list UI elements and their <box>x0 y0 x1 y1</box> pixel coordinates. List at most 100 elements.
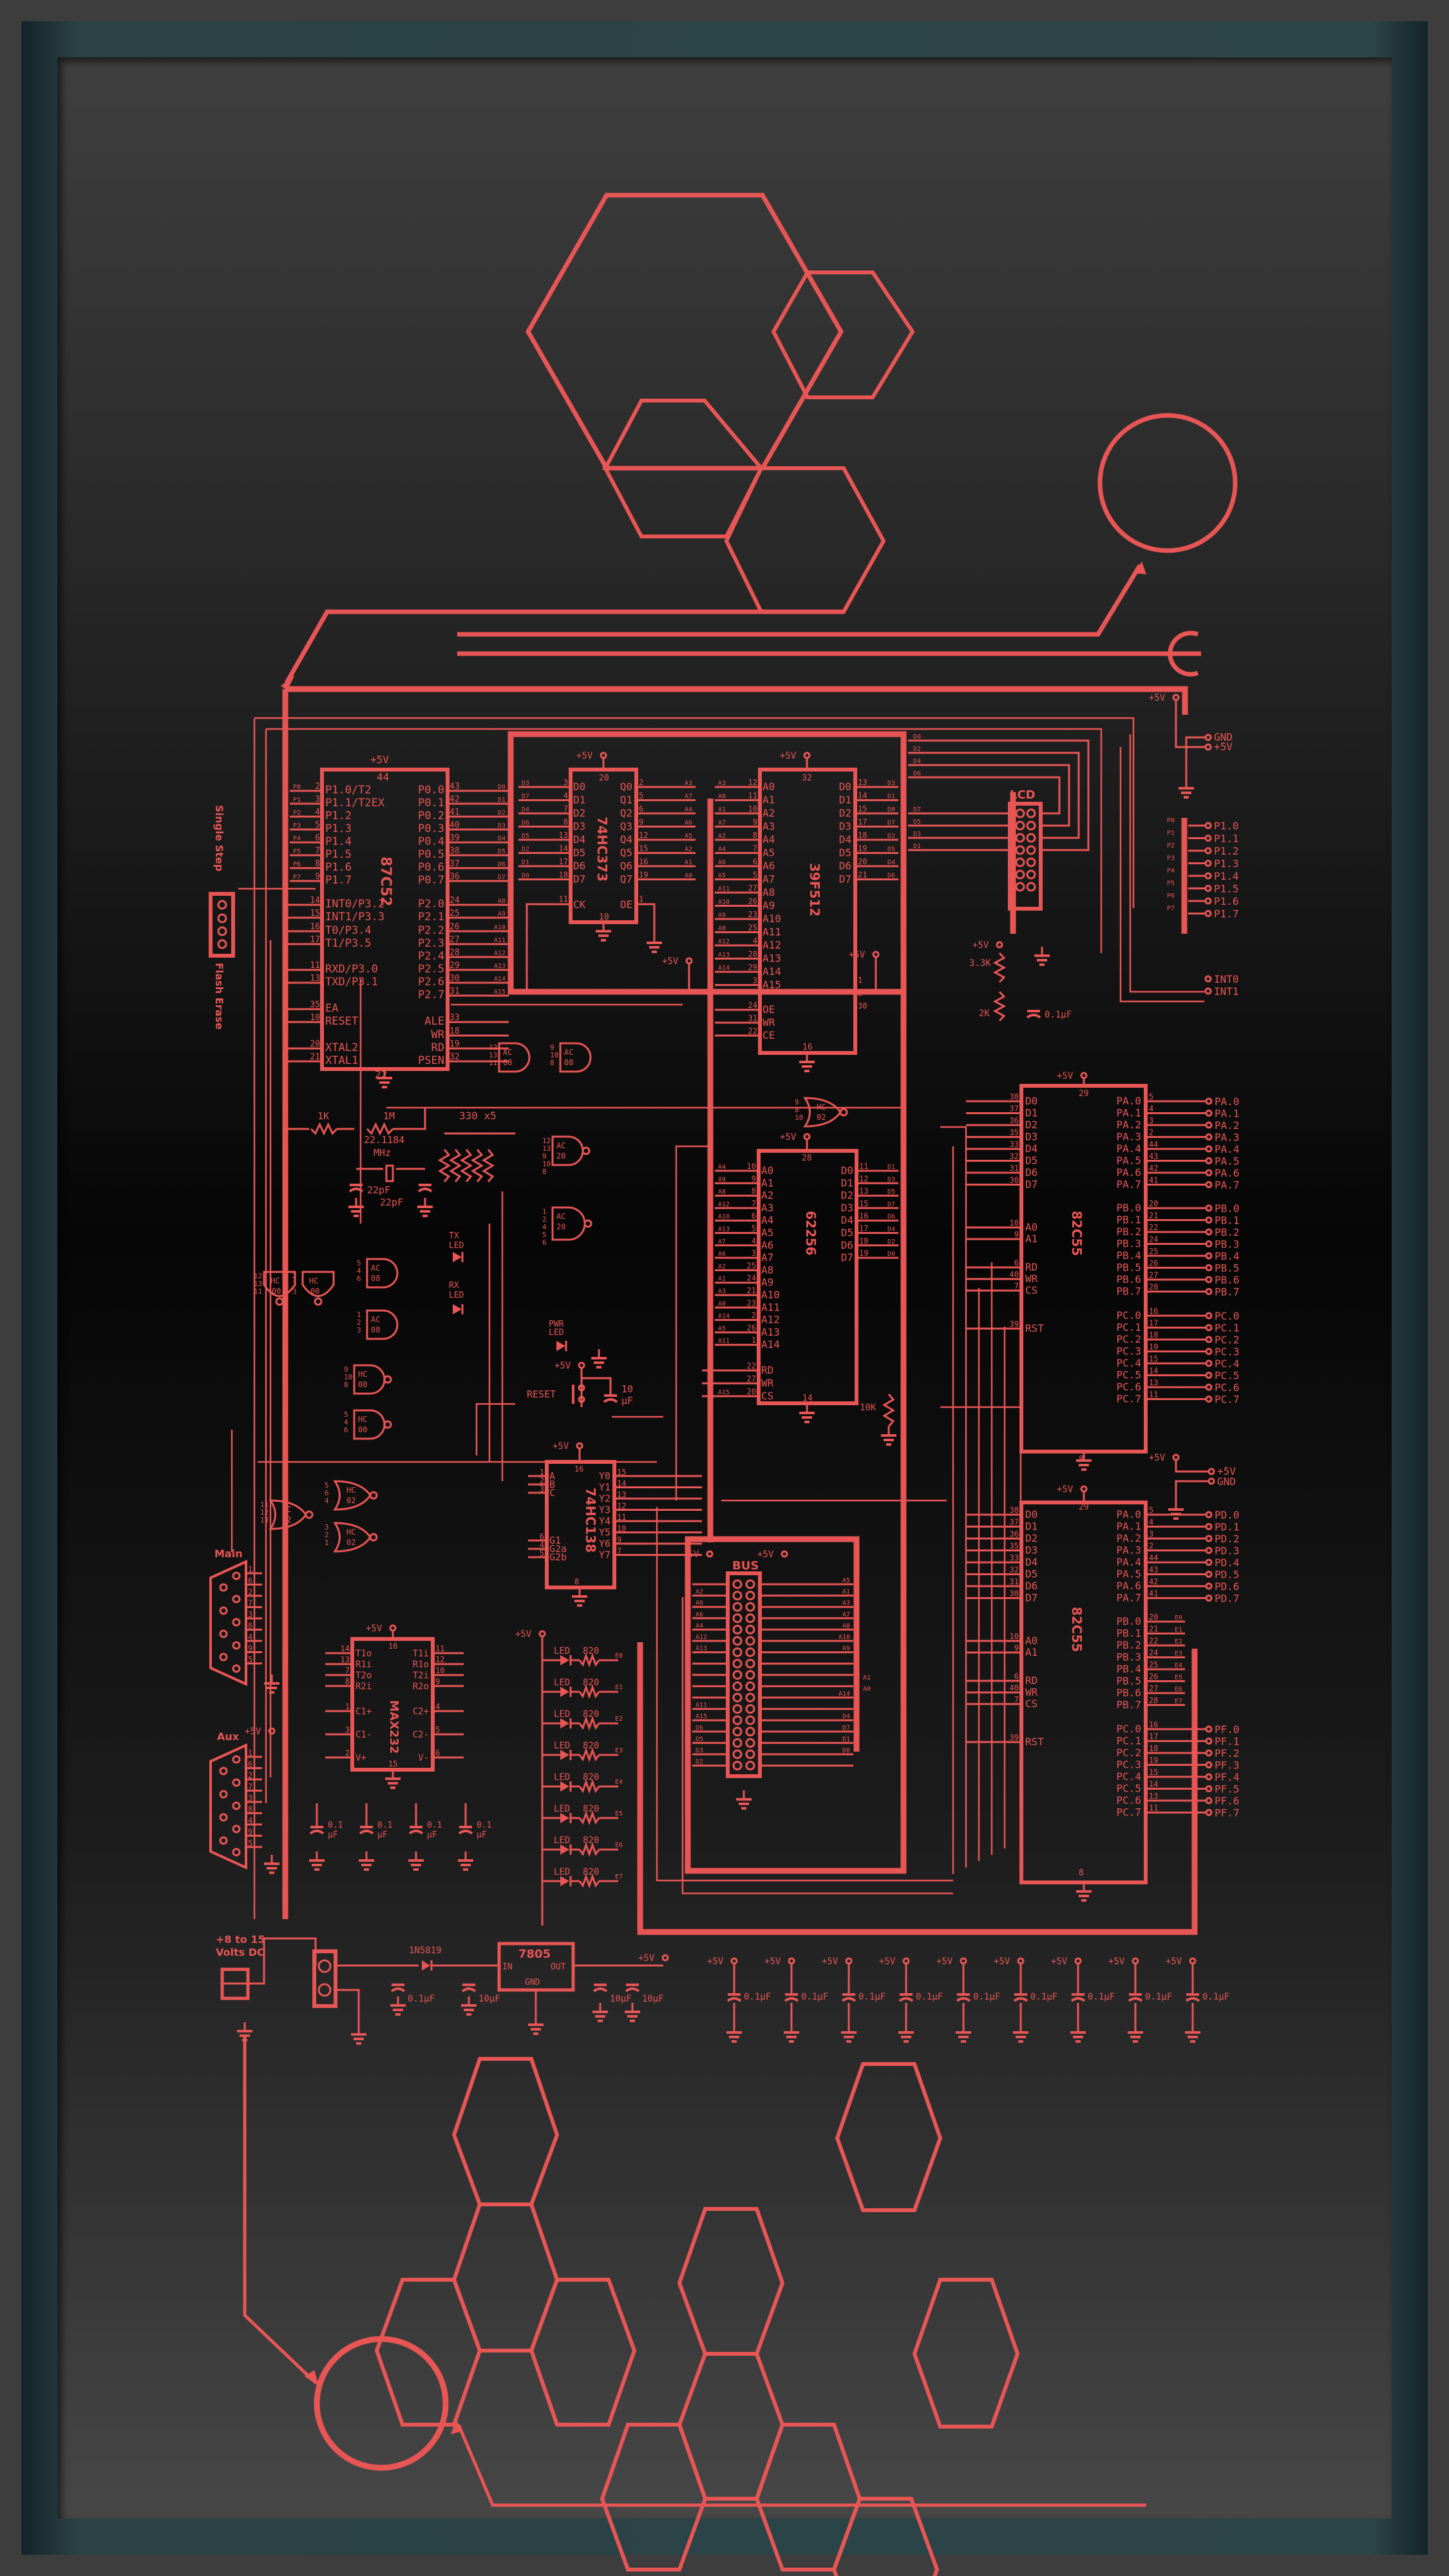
svg-text:PA.4: PA.4 <box>1215 1143 1240 1155</box>
svg-text:6: 6 <box>435 1748 440 1757</box>
svg-text:3: 3 <box>752 1249 756 1258</box>
svg-text:A12: A12 <box>761 1314 780 1326</box>
svg-text:2: 2 <box>345 1748 350 1757</box>
svg-text:10: 10 <box>542 1160 551 1168</box>
svg-text:2K: 2K <box>979 1009 990 1019</box>
svg-text:25: 25 <box>1149 1247 1158 1256</box>
svg-text:PC.4: PC.4 <box>1215 1358 1240 1370</box>
svg-text:INT0: INT0 <box>1214 973 1239 985</box>
svg-text:D3: D3 <box>1025 1131 1037 1143</box>
svg-text:C1+: C1+ <box>355 1707 372 1717</box>
svg-text:P5: P5 <box>1167 880 1175 887</box>
svg-text:RST: RST <box>1025 1736 1044 1748</box>
svg-text:PA.0: PA.0 <box>1215 1095 1240 1108</box>
svg-text:14: 14 <box>858 791 867 800</box>
svg-text:D4: D4 <box>841 1214 853 1226</box>
svg-text:10µF: 10µF <box>642 1994 664 2004</box>
svg-text:+5V: +5V <box>1051 1956 1068 1967</box>
svg-text:+5V: +5V <box>1108 1956 1125 1967</box>
svg-text:PD.7: PD.7 <box>1215 1593 1240 1605</box>
svg-text:5: 5 <box>540 1549 544 1558</box>
svg-text:OE: OE <box>762 1003 775 1016</box>
svg-text:P0.6: P0.6 <box>418 861 444 874</box>
svg-text:A6: A6 <box>718 1251 726 1258</box>
svg-text:4: 4 <box>1149 1518 1153 1527</box>
svg-text:17: 17 <box>859 1224 868 1233</box>
svg-text:A8: A8 <box>718 925 726 933</box>
svg-text:17: 17 <box>1149 1732 1158 1741</box>
svg-text:7: 7 <box>752 1199 756 1208</box>
svg-text:12: 12 <box>260 1508 269 1517</box>
svg-text:XTAL2: XTAL2 <box>325 1041 358 1054</box>
svg-text:16: 16 <box>1149 1720 1158 1729</box>
svg-text:PC.1: PC.1 <box>1116 1321 1141 1334</box>
svg-text:D6: D6 <box>696 1725 703 1732</box>
svg-text:7: 7 <box>1014 1282 1019 1291</box>
svg-text:3: 3 <box>357 1326 361 1334</box>
svg-text:6: 6 <box>248 1577 252 1586</box>
svg-text:10: 10 <box>617 1524 626 1533</box>
svg-text:08: 08 <box>564 1058 573 1067</box>
svg-text:P7: P7 <box>1167 905 1175 913</box>
svg-text:10K: 10K <box>860 1403 876 1413</box>
svg-text:E7: E7 <box>615 1873 623 1880</box>
svg-text:+5V: +5V <box>707 1956 724 1967</box>
svg-text:Y5: Y5 <box>599 1527 611 1539</box>
svg-text:32: 32 <box>450 1052 460 1062</box>
bus-connector[interactable]: BUS A2A0A6A4A12A13A11A15D6D5D3D2A5A1A3A7… <box>683 1549 871 1810</box>
svg-text:10: 10 <box>344 1373 352 1381</box>
svg-text:+5V: +5V <box>245 1727 261 1737</box>
svg-text:9: 9 <box>1014 1643 1019 1653</box>
svg-text:10: 10 <box>550 1051 558 1059</box>
svg-text:E1: E1 <box>1175 1627 1182 1634</box>
svg-text:D5: D5 <box>887 846 895 853</box>
svg-text:3: 3 <box>564 778 568 787</box>
svg-text:00: 00 <box>272 1287 281 1296</box>
svg-text:LED: LED <box>449 1241 464 1251</box>
svg-text:HC: HC <box>358 1415 367 1424</box>
svg-text:3: 3 <box>325 1523 329 1531</box>
svg-text:Q0: Q0 <box>620 781 632 793</box>
svg-text:A14: A14 <box>494 976 506 983</box>
svg-text:P0.5: P0.5 <box>418 848 444 861</box>
svg-text:P6: P6 <box>293 861 301 868</box>
svg-text:D0: D0 <box>913 734 921 741</box>
decor-circles <box>314 413 1238 2471</box>
svg-text:D4: D4 <box>887 859 895 866</box>
logic-gates: AC08121311AC089108AC2012139108AC2012456H… <box>254 1042 848 1553</box>
svg-text:D7: D7 <box>498 874 506 881</box>
svg-text:CS: CS <box>761 1390 773 1402</box>
svg-text:LED: LED <box>554 1709 570 1719</box>
svg-text:D3: D3 <box>498 822 506 829</box>
svg-text:PA.3: PA.3 <box>1116 1131 1141 1143</box>
svg-text:P2.0: P2.0 <box>418 898 444 911</box>
svg-text:D7: D7 <box>573 873 585 886</box>
svg-text:A0: A0 <box>863 1686 871 1693</box>
svg-text:A13: A13 <box>762 952 781 965</box>
svg-text:5: 5 <box>639 791 643 800</box>
svg-text:36: 36 <box>450 872 460 882</box>
svg-text:32: 32 <box>1010 1152 1019 1161</box>
svg-text:7: 7 <box>248 1783 252 1792</box>
svg-text:5: 5 <box>357 1259 361 1267</box>
svg-text:27: 27 <box>748 884 757 893</box>
svg-text:A10: A10 <box>718 1213 730 1220</box>
svg-text:23: 23 <box>748 910 757 919</box>
svg-text:1: 1 <box>248 1565 252 1574</box>
svg-text:+5V: +5V <box>683 1549 699 1560</box>
svg-text:RD: RD <box>1025 1261 1037 1273</box>
svg-text:A1: A1 <box>842 1589 850 1596</box>
svg-text:0.1: 0.1 <box>477 1821 491 1830</box>
svg-text:820: 820 <box>583 1772 599 1783</box>
svg-text:0.1: 0.1 <box>377 1821 392 1830</box>
svg-text:PA.3: PA.3 <box>1215 1132 1240 1144</box>
svg-text:Main: Main <box>214 1548 243 1560</box>
svg-text:PC.2: PC.2 <box>1215 1334 1240 1346</box>
svg-text:18: 18 <box>1149 1744 1158 1753</box>
svg-text:RST: RST <box>1025 1322 1044 1334</box>
svg-text:41: 41 <box>1149 1589 1158 1598</box>
single-step-switch[interactable]: Single Step Flash Erase <box>209 805 235 1030</box>
